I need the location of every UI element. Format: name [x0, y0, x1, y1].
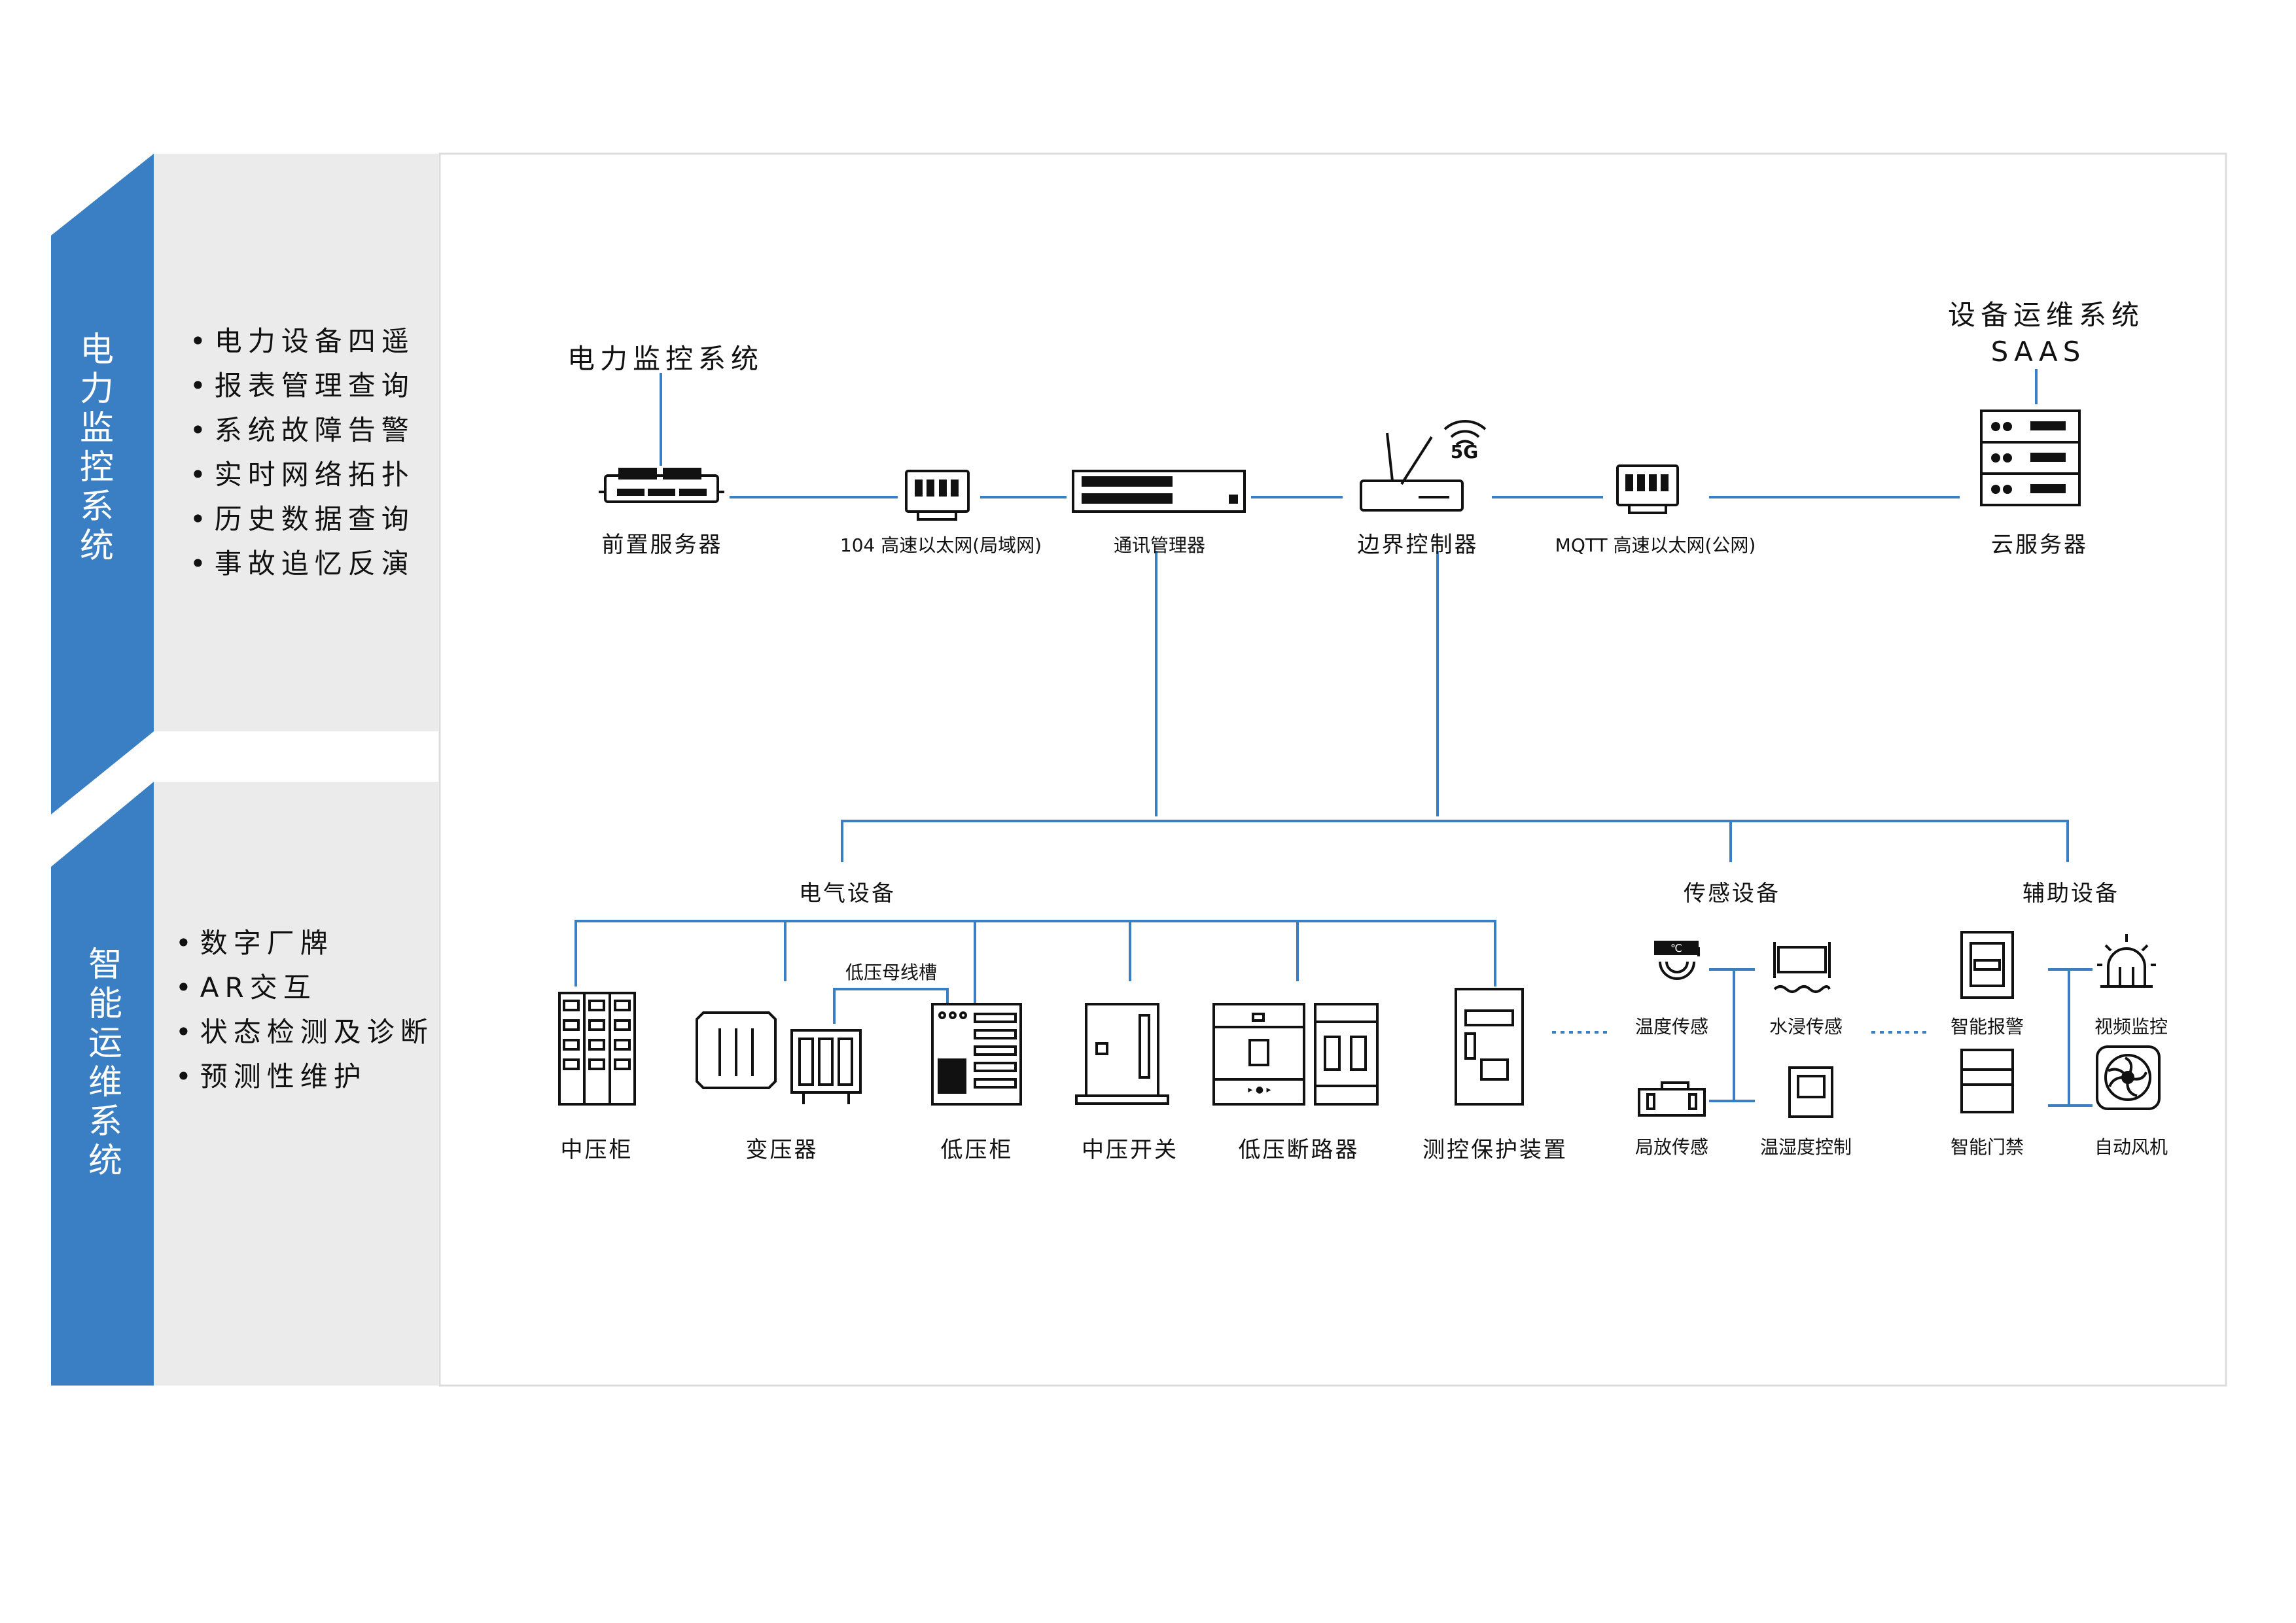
sidebar-list-ops: 数字厂牌 AR交互 状态检测及诊断 预测性维护 [175, 921, 434, 1099]
sidebar-item: 报表管理查询 [190, 364, 415, 408]
sidebar-item: 电力设备四遥 [190, 319, 415, 364]
sidebar-item: 事故追忆反演 [190, 542, 415, 586]
access-control-icon [1960, 1049, 2014, 1113]
group-sensing: 传感设备 [1684, 881, 1780, 907]
ethernet-port-icon-104 [905, 470, 970, 521]
ethernet-port-icon-mqtt [1616, 464, 1679, 514]
edge-controller-icon [1360, 432, 1464, 512]
access-label: 智能门禁 [1950, 1136, 2024, 1158]
sidebar-band-bottom [51, 782, 154, 1386]
group-electrical: 电气设备 [799, 881, 896, 907]
edge-controller-label: 边界控制器 [1357, 532, 1479, 558]
mv-cabinet-icon [558, 992, 636, 1106]
connection-lines [574, 369, 2093, 1107]
protection-device-icon [1455, 988, 1524, 1106]
protection-label: 测控保护装置 [1422, 1137, 1568, 1163]
main-frame [438, 152, 2227, 1387]
sidebar-item: 实时网络拓扑 [190, 453, 415, 497]
sidebar-item: 历史数据查询 [190, 497, 415, 542]
link-mqtt-label: MQTT 高速以太网(公网) [1555, 534, 1756, 556]
breaker-indicator: ▸ ● ▸ [1248, 1085, 1271, 1095]
temp-badge: ℃ [1670, 942, 1682, 954]
cloud-server-icon [1980, 410, 2081, 506]
ops-system-title: 设备运维系统 [1947, 299, 2145, 331]
sidebar-band-top [51, 154, 154, 814]
pd-sensor-icon [1638, 1081, 1706, 1117]
smart-alarm-icon [1960, 931, 2014, 999]
lv-breaker-label: 低压断路器 [1238, 1137, 1360, 1163]
wifi-icon [1443, 420, 1487, 446]
sidebar-item: AR交互 [175, 966, 434, 1010]
sidebar-title-ops: 智能运维系统 [88, 945, 122, 1181]
mv-switch-label: 中压开关 [1082, 1137, 1178, 1163]
sidebar-item: 状态检测及诊断 [175, 1010, 434, 1055]
fan-label: 自动风机 [2094, 1136, 2168, 1158]
sidebar-item: 系统故障告警 [190, 408, 415, 453]
sidebar-item: 数字厂牌 [175, 921, 434, 966]
comm-manager-icon [1072, 470, 1246, 513]
water-sensor-label: 水浸传感 [1769, 1016, 1843, 1038]
sidebar-title-power: 电力监控系统 [79, 330, 114, 566]
auto-fan-icon [2096, 1045, 2161, 1110]
power-monitoring-title: 电力监控系统 [567, 343, 764, 375]
smart-alarm-label: 智能报警 [1950, 1016, 2024, 1038]
saas-label: SAAS [1990, 336, 2086, 368]
lv-cabinet-icon [931, 1003, 1022, 1106]
group-auxiliary: 辅助设备 [2022, 881, 2119, 907]
video-monitor-icon [2097, 934, 2156, 988]
pd-sensor-label: 局放传感 [1634, 1136, 1709, 1158]
busway-label: 低压母线槽 [845, 962, 938, 983]
front-server-icon [599, 468, 724, 503]
video-label: 视频监控 [2094, 1016, 2168, 1038]
lv-breaker-icon [1212, 1003, 1379, 1106]
transformer-icon [696, 1011, 862, 1104]
badge-5g: 5G [1451, 441, 1478, 462]
comm-manager-label: 通讯管理器 [1113, 534, 1206, 556]
th-control-label: 温湿度控制 [1759, 1136, 1852, 1158]
lv-cabinet-label: 低压柜 [940, 1137, 1014, 1163]
transformer-label: 变压器 [745, 1137, 819, 1163]
sidebar-list-power: 电力设备四遥 报表管理查询 系统故障告警 实时网络拓扑 历史数据查询 事故追忆反… [190, 319, 415, 586]
sidebar-item: 预测性维护 [175, 1055, 434, 1099]
front-server-label: 前置服务器 [601, 532, 723, 558]
mv-switch-icon [1075, 1003, 1169, 1105]
water-sensor-icon [1773, 942, 1831, 993]
th-control-icon [1788, 1066, 1833, 1118]
mv-cabinet-label: 中压柜 [560, 1137, 633, 1163]
cloud-server-label: 云服务器 [1991, 532, 2088, 558]
temp-sensor-label: 温度传感 [1634, 1016, 1709, 1038]
temp-badge-box [1654, 941, 1699, 955]
link-104-label: 104 高速以太网(局域网) [839, 534, 1042, 556]
